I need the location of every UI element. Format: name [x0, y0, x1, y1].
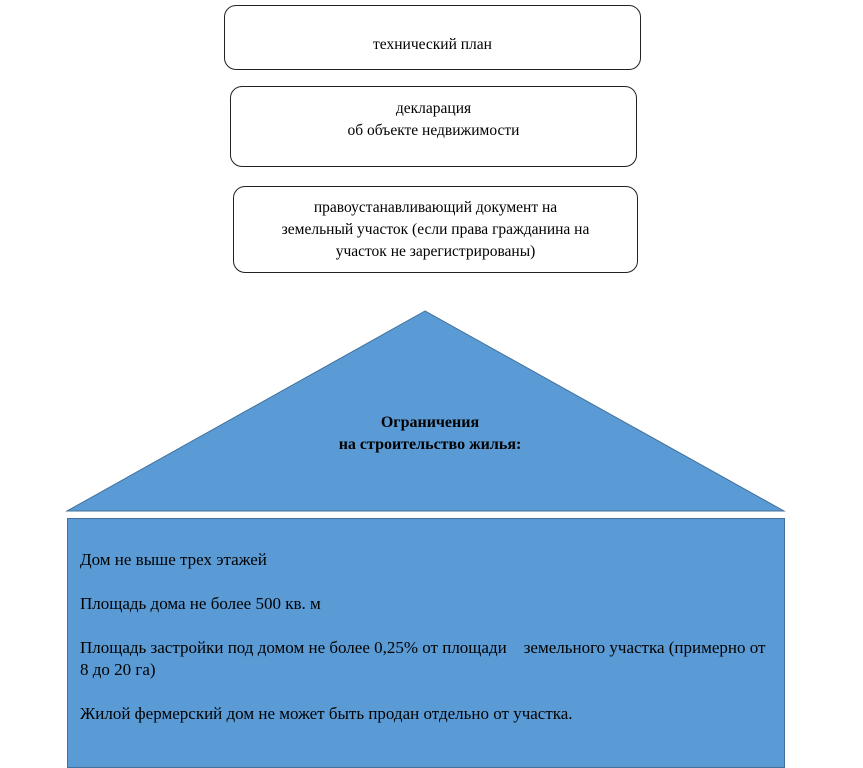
document-box-line: правоустанавливающий документ на: [313, 198, 558, 216]
document-box-line: участок не зарегистрированы): [335, 242, 536, 260]
document-box-line: технический план: [373, 35, 492, 53]
restriction-item: Площадь застройки под домом не более 0,2…: [80, 638, 770, 679]
restriction-item: Дом не выше трех этажей: [80, 550, 267, 569]
document-box-line: об объекте недвижимости: [347, 121, 520, 139]
house-roof-triangle: [65, 310, 786, 512]
house-roof-title: Ограничения на строительство жилья:: [230, 412, 630, 456]
document-box-declaration: декларация об объекте недвижимости: [230, 86, 637, 167]
document-box-text: правоустанавливающий документ на земельн…: [282, 197, 590, 263]
restriction-item: Площадь дома не более 500 кв. м: [80, 594, 321, 613]
document-box-text: технический план: [373, 34, 492, 56]
house-roof-title-line: Ограничения: [380, 414, 480, 431]
house-body-restrictions: Дом не выше трех этажей Площадь дома не …: [67, 518, 785, 768]
document-box-line: земельный участок (если права гражданина…: [281, 220, 590, 238]
house-roof-title-line: на строительство жилья:: [338, 436, 522, 453]
document-box-line: декларация: [395, 99, 472, 117]
restriction-item: Жилой фермерский дом не может быть прода…: [80, 704, 573, 723]
document-box-text: декларация об объекте недвижимости: [348, 98, 520, 142]
document-box-land-title: правоустанавливающий документ на земельн…: [233, 186, 638, 273]
document-box-technical-plan: технический план: [224, 5, 641, 70]
